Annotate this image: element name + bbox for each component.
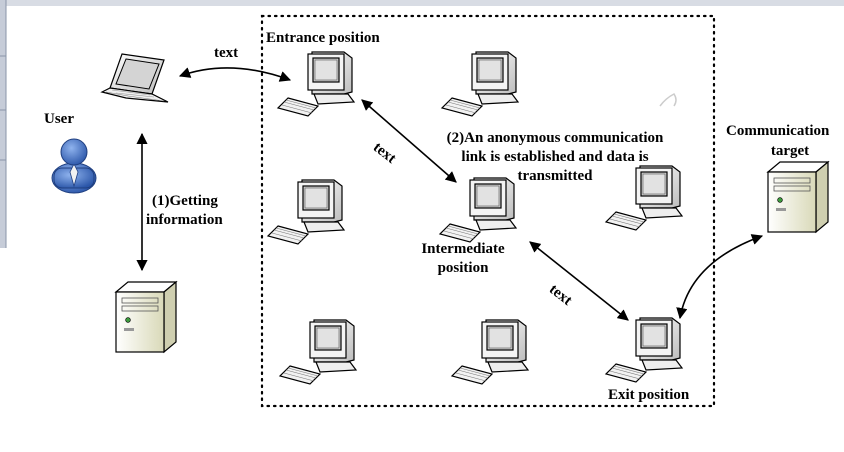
user-entrance-link-arrow (178, 67, 292, 82)
user-laptop-icon (101, 53, 169, 103)
anon-link-label-line2: link is established and data is (461, 149, 649, 165)
intermediate-position-label-line1: Intermediate (421, 241, 505, 257)
entrance-intermediate-arrow (361, 99, 457, 183)
getting-info-label-line1: (1)Getting (152, 193, 218, 209)
window-frame-left (0, 0, 6, 248)
decorative-swirl (659, 93, 677, 107)
entrance-position-label: Entrance position (266, 30, 380, 46)
intermediate-position-label-line2: position (437, 260, 489, 276)
exit-position-label: Exit position (608, 387, 690, 403)
getting-info-label-line2: information (146, 212, 223, 228)
entrance-computer-icon (277, 51, 355, 117)
directory-server-icon (115, 281, 177, 353)
anon-link-label-line1: (2)An anonymous communication (446, 130, 664, 146)
left-mid-computer-icon (267, 179, 345, 245)
exit-computer-icon (605, 317, 683, 383)
anonymous-network-boundary (260, 14, 716, 408)
top-right-computer-icon (441, 51, 519, 117)
exit-target-arrow (676, 234, 764, 320)
bottom-mid-computer-icon (451, 319, 529, 385)
user-person-icon (51, 138, 97, 194)
target-server-icon (767, 161, 829, 233)
intermediate-computer-icon (439, 177, 517, 243)
communication-target-label-line2: target (770, 143, 810, 159)
window-frame-top (0, 0, 844, 6)
user-label: User (44, 111, 74, 127)
text-top-label: text (214, 45, 239, 61)
bottom-left-computer-icon (279, 319, 357, 385)
communication-target-label-line1: Communication (726, 123, 830, 139)
intermediate-exit-arrow (529, 241, 629, 321)
anon-link-label-line3: transmitted (517, 168, 593, 184)
